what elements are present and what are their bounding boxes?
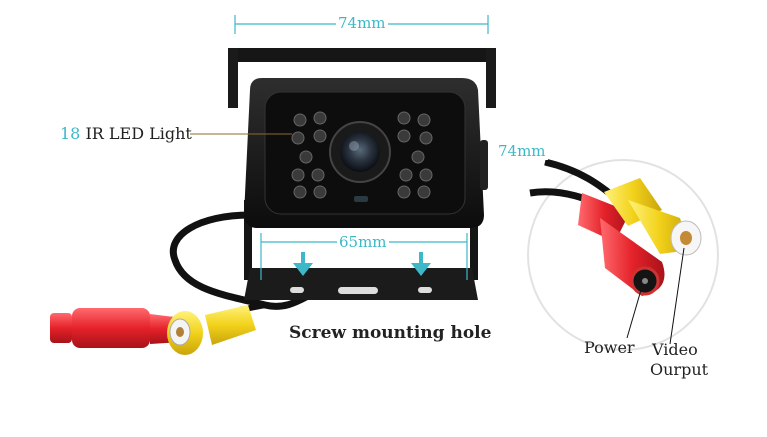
height-dimension-label: 74mm <box>496 142 548 160</box>
camera-cable <box>169 211 312 310</box>
width-dimension-label: 74mm <box>336 14 388 32</box>
power-label: Power <box>584 338 635 357</box>
video-output-label-line2: Ourput <box>650 360 709 379</box>
ir-leds <box>291 111 433 199</box>
screw-mounting-hole-label: Screw mounting hole <box>289 323 492 343</box>
ir-led-count: 18 <box>60 124 81 143</box>
mount-dimension-label: 65mm <box>337 233 389 251</box>
camera-lens <box>329 121 391 202</box>
yellow-video-connector <box>167 302 266 355</box>
red-power-connector <box>50 308 182 348</box>
down-arrow-icon <box>411 252 431 276</box>
video-output-label-line1: Video <box>652 340 698 359</box>
ir-led-text: IR LED Light <box>85 124 192 143</box>
down-arrow-icon <box>293 252 313 276</box>
mounting-bracket <box>228 48 496 300</box>
connector-zoom-circle <box>527 158 719 351</box>
ir-led-label: 18 IR LED Light <box>60 124 192 143</box>
